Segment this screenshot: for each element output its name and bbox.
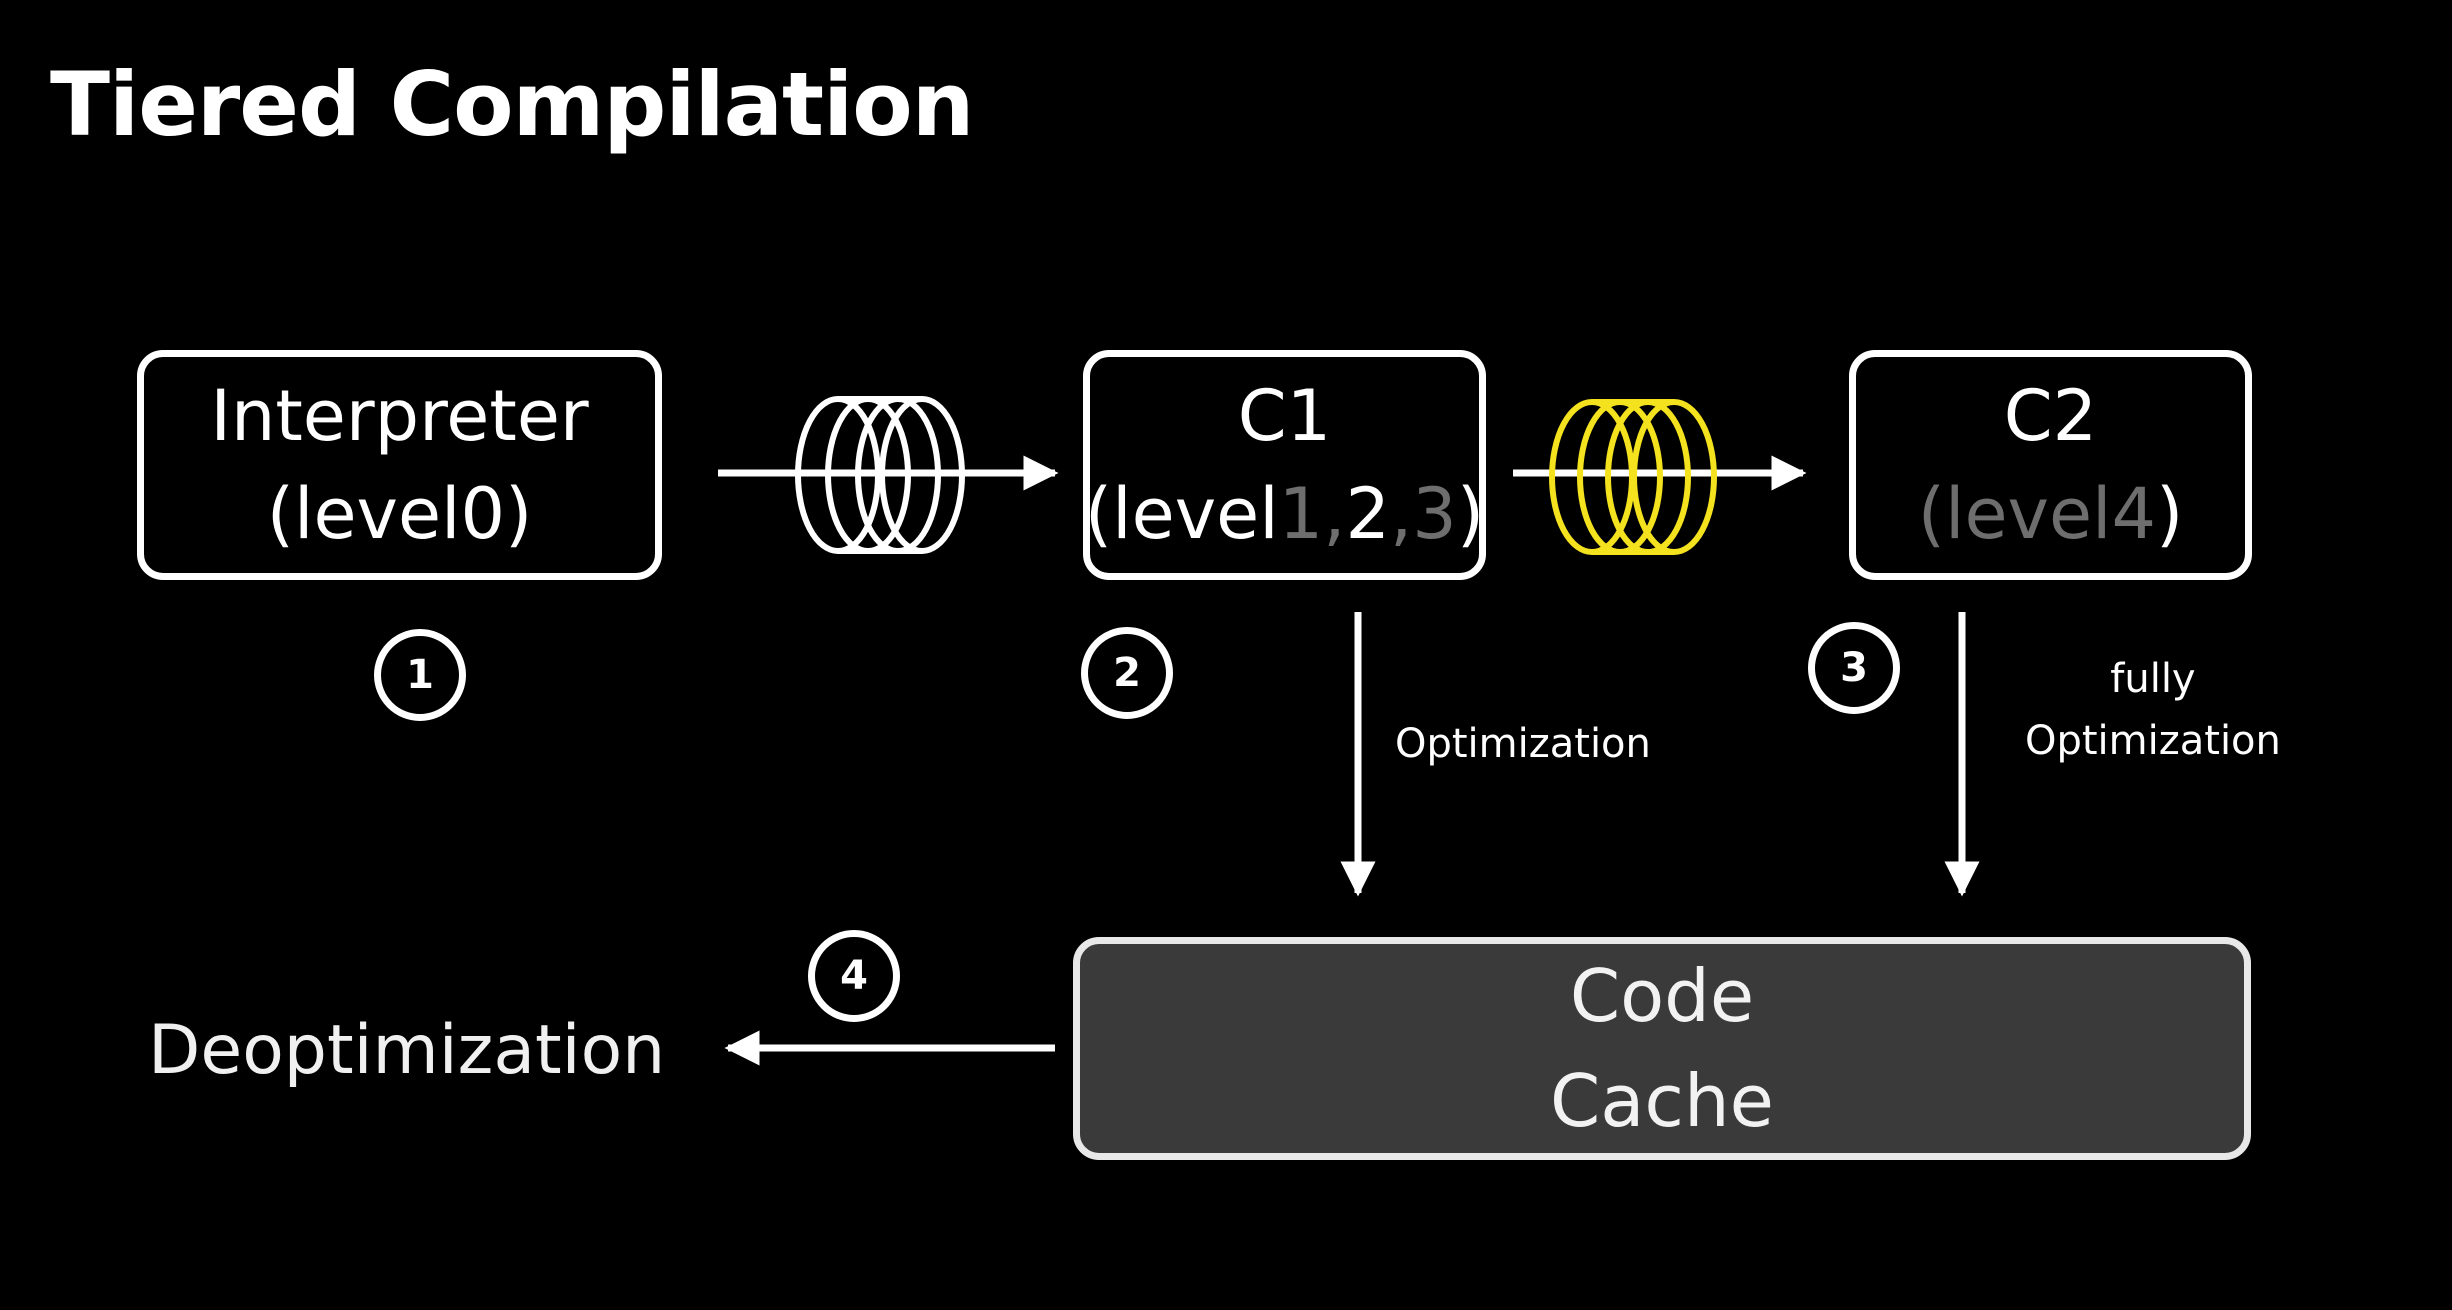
interpreter-level: (level0) — [266, 473, 533, 555]
c1-level-suffix: ) — [1456, 473, 1485, 555]
code-cache-node: Code Cache — [1073, 937, 2251, 1160]
c1-level-1: 1 — [1278, 473, 1324, 555]
step-1-badge: 1 — [374, 629, 466, 721]
c1-level-sep-2: , — [1390, 473, 1413, 555]
slide-title: Tiered Compilation — [50, 53, 974, 156]
fully-optimization-label-line-1: fully — [2110, 656, 2196, 702]
interpreter-label: Interpreter — [210, 375, 589, 457]
code-cache-label-line-1: Code — [1569, 954, 1755, 1039]
c1-level-sep-1: , — [1323, 473, 1346, 555]
c1-level: (level1,2,3) — [1085, 465, 1484, 563]
c1-level-3: 3 — [1412, 473, 1457, 555]
step-3-badge: 3 — [1808, 622, 1900, 714]
step-4-badge: 4 — [808, 930, 900, 1022]
deoptimization-label: Deoptimization — [148, 1011, 666, 1090]
c2-node: C2 (level4) — [1849, 350, 2252, 580]
c2-level-close: ) — [2156, 473, 2184, 555]
c1-level-prefix: (level — [1084, 473, 1279, 555]
queue-icon-interpreter-c1 — [795, 396, 965, 554]
interpreter-node: Interpreter (level0) — [137, 350, 662, 580]
c1-node: C1 (level1,2,3) — [1083, 350, 1486, 580]
fully-optimization-label-line-2: Optimization — [2025, 718, 2281, 764]
queue-icon-c1-c2 — [1549, 399, 1717, 555]
optimization-label: Optimization — [1395, 721, 1651, 767]
c2-level-open: ( — [1917, 473, 1945, 555]
c1-level-2: 2 — [1345, 473, 1390, 555]
step-2-badge: 2 — [1081, 627, 1173, 719]
fully-optimization-label: fully Optimization — [2025, 648, 2281, 772]
c2-label: C2 — [2003, 375, 2098, 457]
code-cache-label-line-2: Cache — [1550, 1058, 1774, 1143]
c2-level-value: level4 — [1945, 473, 2156, 555]
c2-level: (level4) — [1918, 465, 2184, 563]
c1-label: C1 — [1237, 375, 1332, 457]
